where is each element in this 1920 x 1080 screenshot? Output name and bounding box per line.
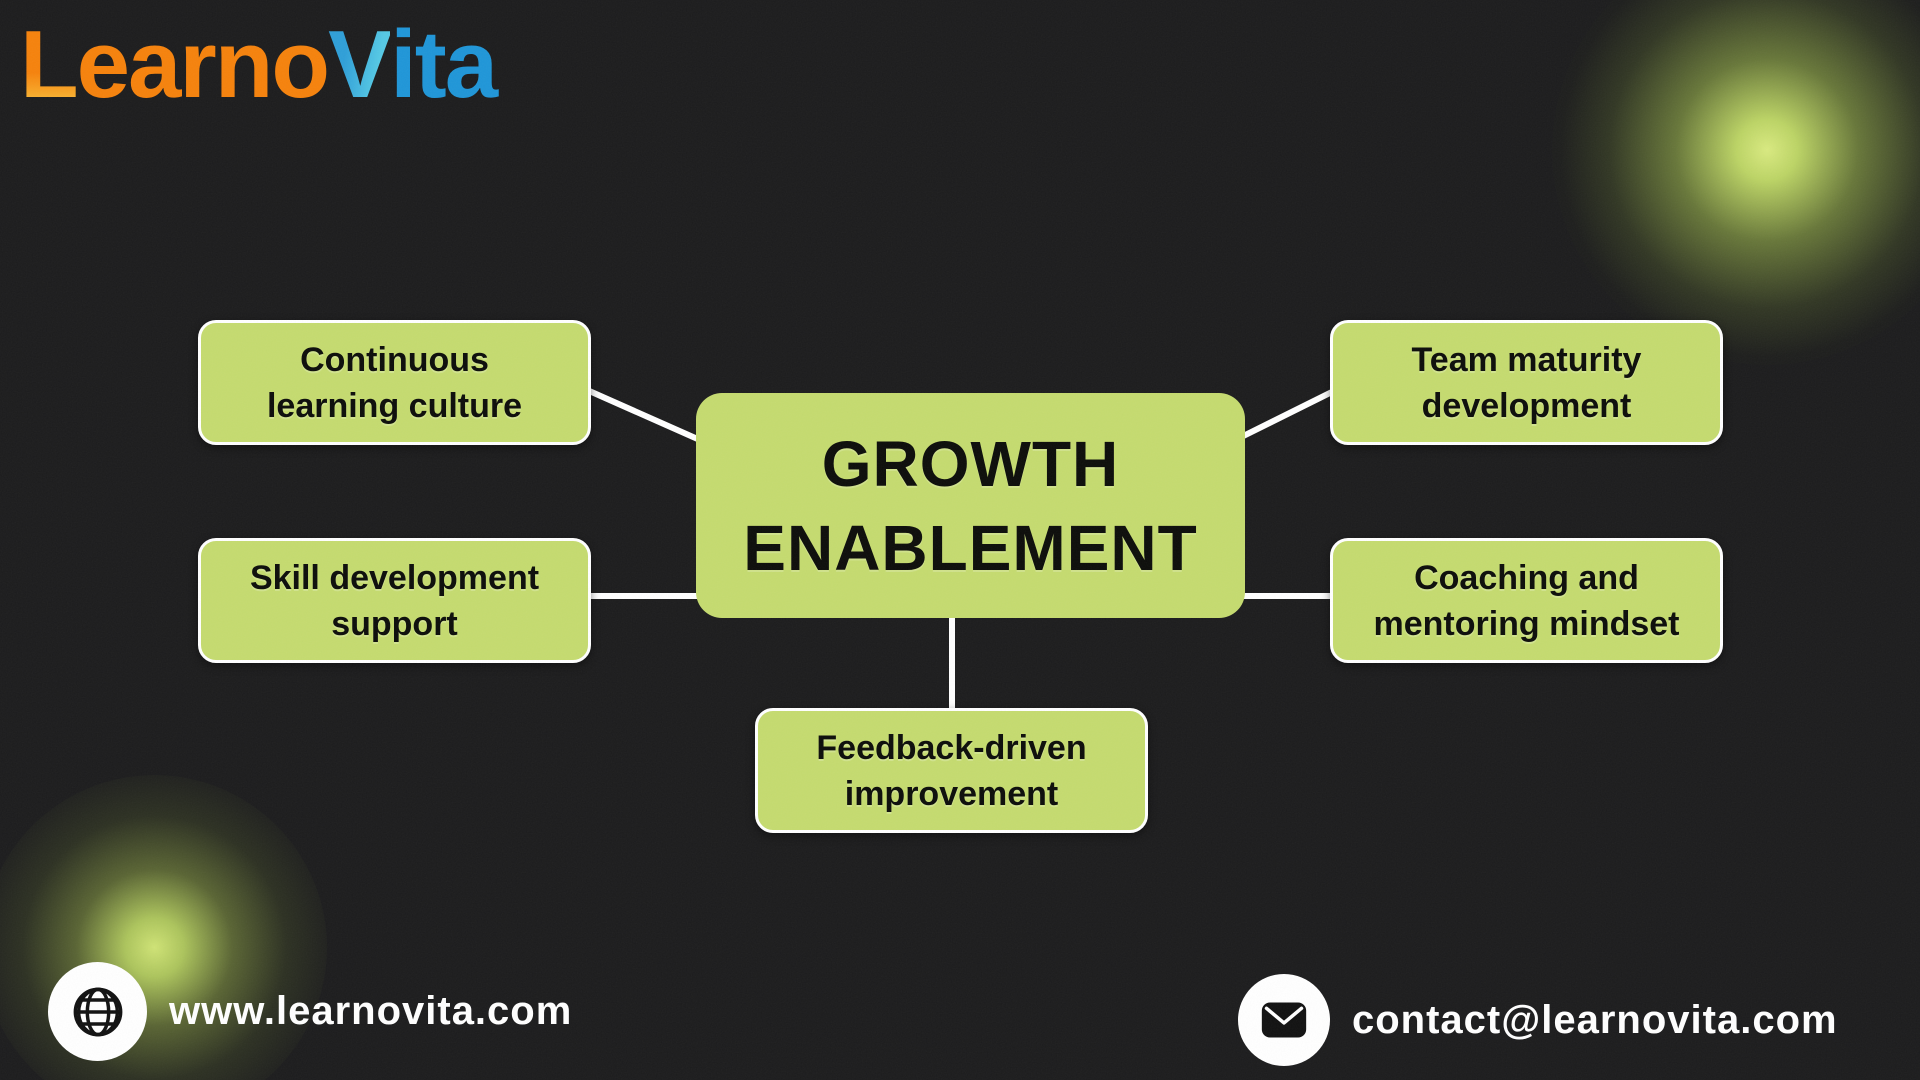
- node-label-line: mentoring mindset: [1373, 604, 1680, 643]
- node-growth-enablement: GROWTH ENABLEMENT: [696, 393, 1245, 618]
- node-label-line: Skill development: [249, 558, 540, 597]
- node-label-line: support: [331, 604, 458, 643]
- node-label-line: Coaching and: [1414, 558, 1639, 597]
- node-label-line: Team maturity: [1411, 340, 1642, 379]
- globe-icon-circle: [48, 962, 147, 1061]
- node-label-line: learning culture: [266, 386, 523, 425]
- email-link[interactable]: contact@learnovita.com: [1352, 997, 1838, 1042]
- node-label-line: Continuous: [300, 340, 489, 379]
- node-skill-development-support: Skill development support: [198, 538, 591, 663]
- center-node-label-line1: GROWTH: [821, 427, 1120, 500]
- node-team-maturity-development: Team maturity development: [1330, 320, 1723, 445]
- node-coaching-mentoring-mindset: Coaching and mentoring mindset: [1330, 538, 1723, 663]
- footer-email: contact@learnovita.com: [1238, 974, 1838, 1066]
- mail-icon-circle: [1238, 974, 1330, 1066]
- node-label-line: improvement: [844, 774, 1059, 813]
- node-continuous-learning-culture: Continuous learning culture: [198, 320, 591, 445]
- node-feedback-driven-improvement: Feedback-driven improvement: [755, 708, 1148, 833]
- node-label-line: development: [1421, 386, 1632, 425]
- website-link[interactable]: www.learnovita.com: [169, 989, 573, 1033]
- globe-icon: [73, 987, 122, 1036]
- footer-website: www.learnovita.com: [48, 962, 572, 1061]
- center-node-label-line2: ENABLEMENT: [743, 511, 1198, 584]
- mail-icon: [1261, 1002, 1307, 1038]
- node-label-line: Feedback-driven: [816, 728, 1087, 767]
